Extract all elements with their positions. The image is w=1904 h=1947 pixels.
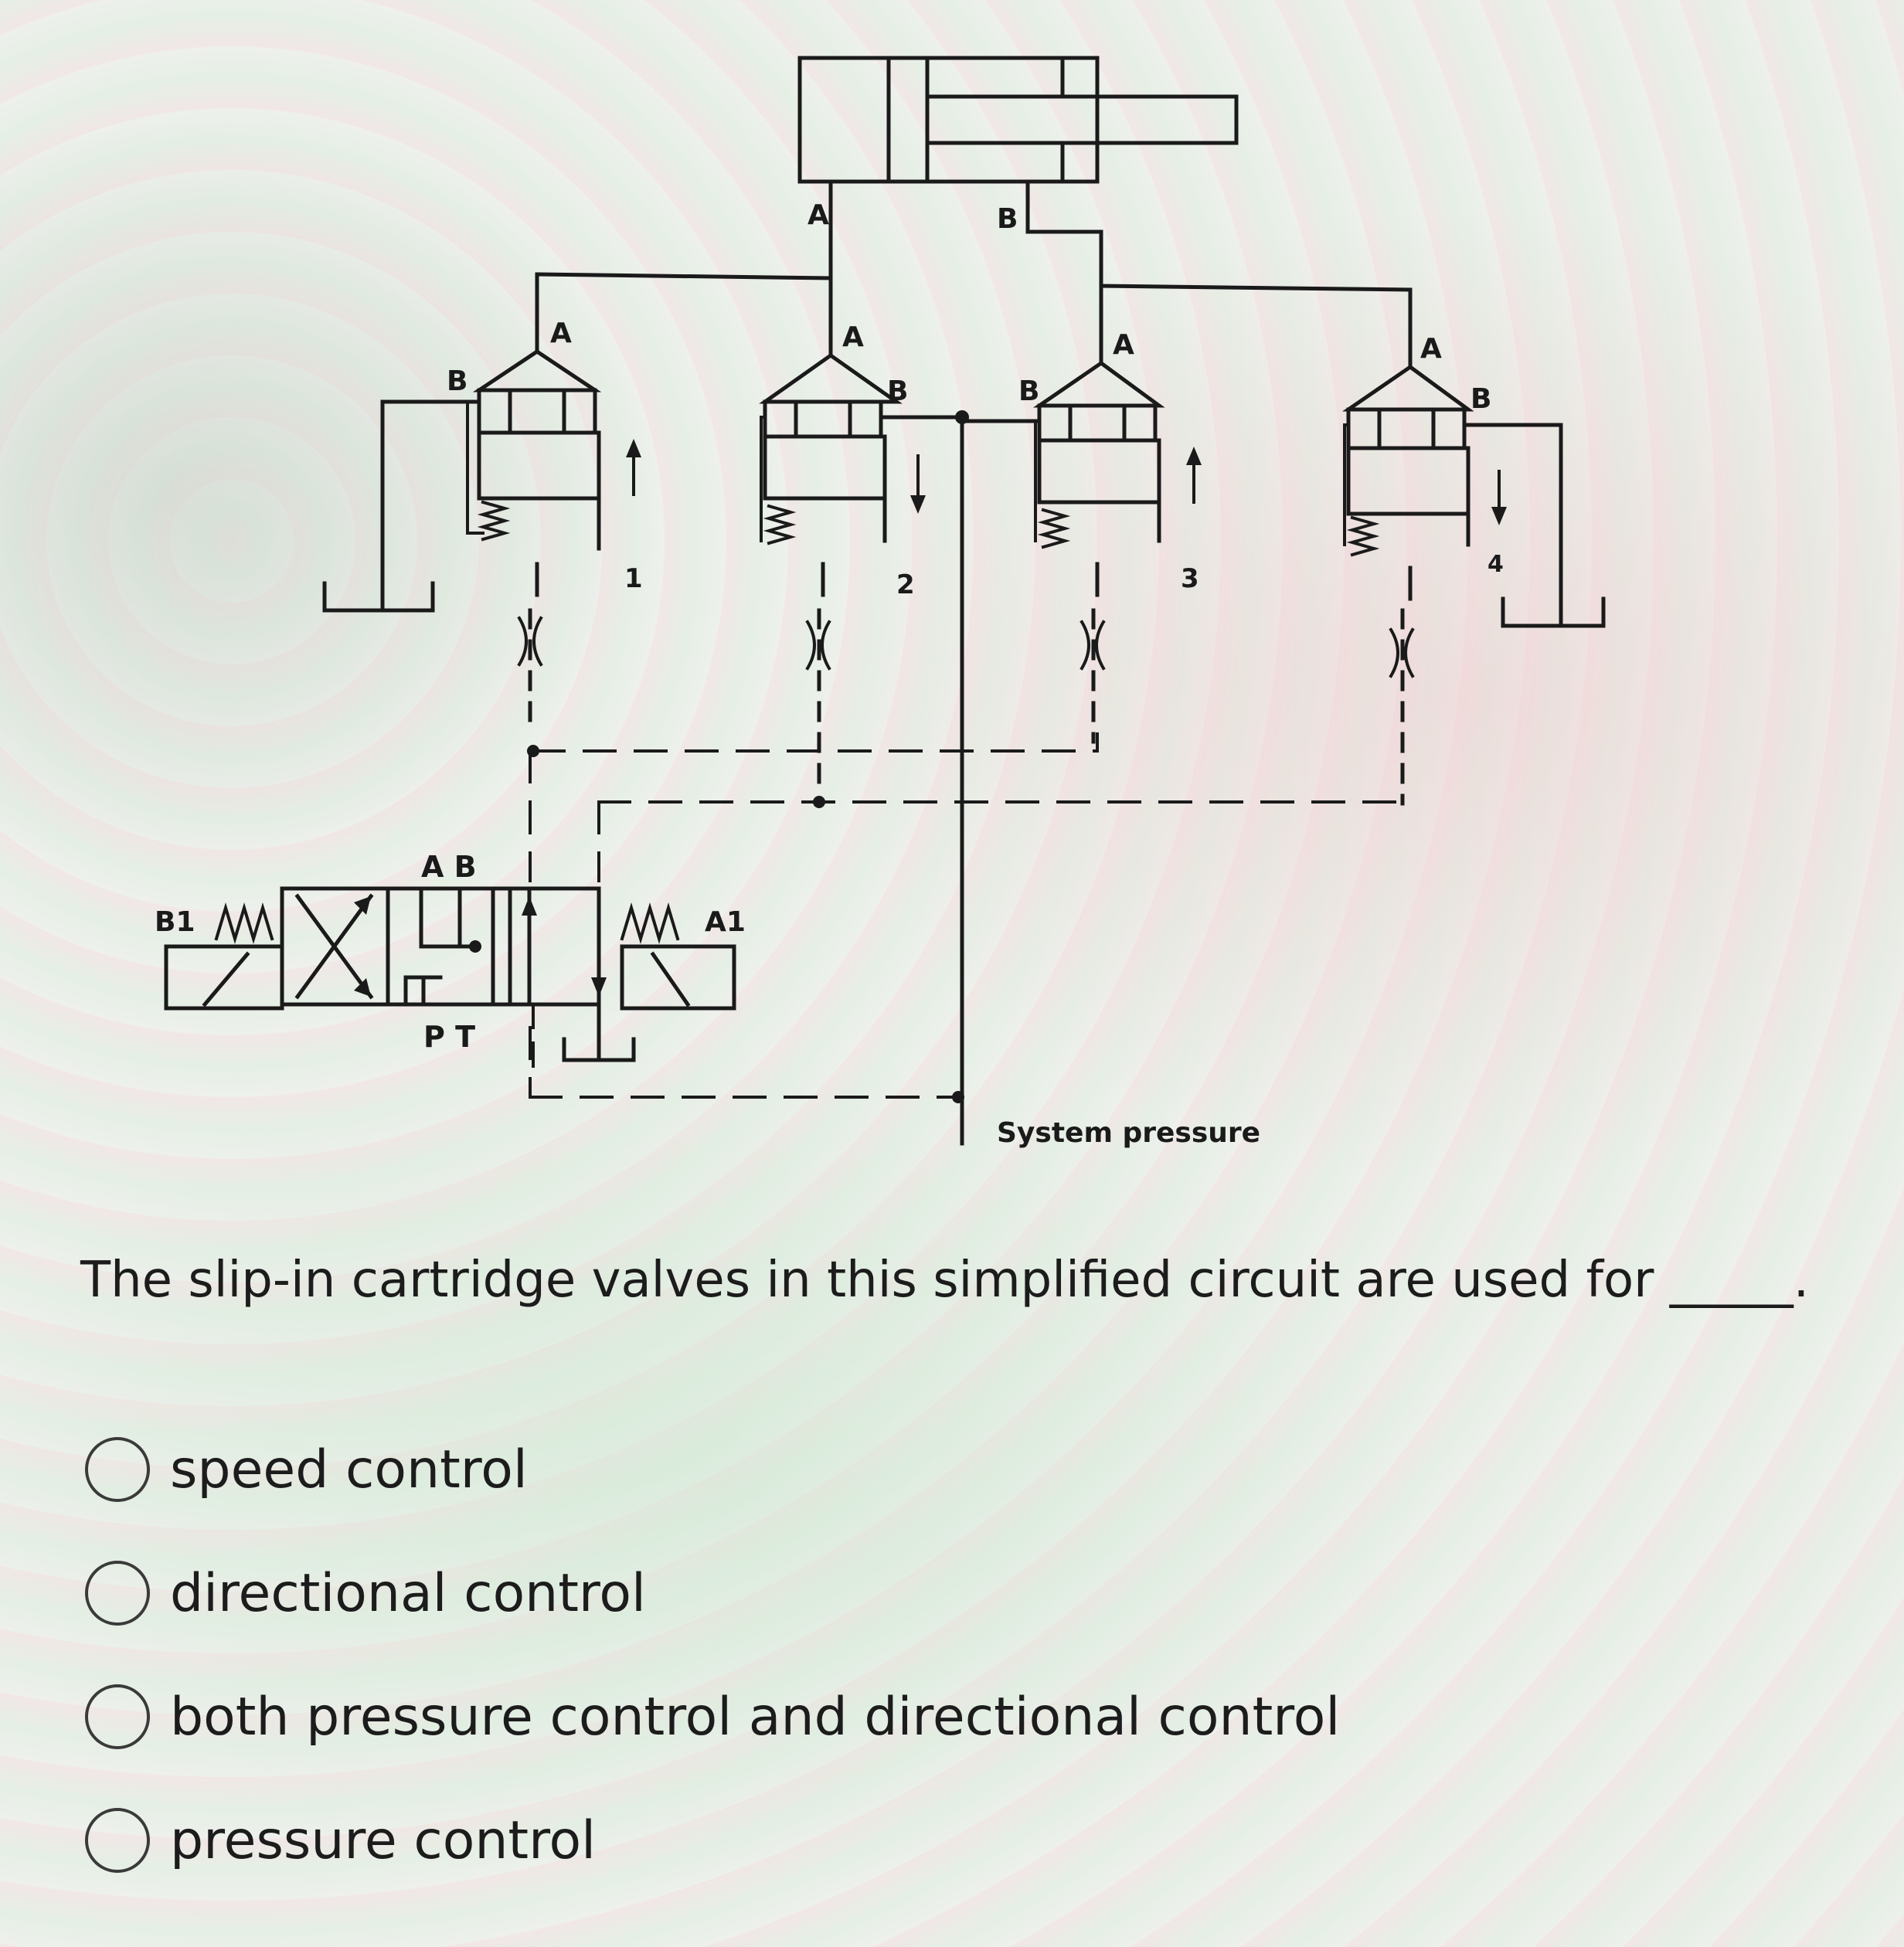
valve-1-port-a-label: A (550, 318, 572, 349)
cartridge-valve-4 (1341, 287, 1606, 806)
option-pressure-and-directional-control[interactable]: both pressure control and directional co… (85, 1655, 1630, 1779)
option-label: directional control (170, 1562, 646, 1624)
radio-button[interactable] (85, 1808, 150, 1873)
directional-valve-ab-label: A B (421, 850, 477, 884)
pilot-junction-1 (527, 745, 539, 757)
solenoid-b1-label: B1 (155, 906, 196, 938)
directional-valve-pt-label: P T (423, 1020, 475, 1054)
option-directional-control[interactable]: directional control (85, 1531, 1630, 1655)
valve-3-port-b-label: B (1018, 375, 1039, 407)
option-pressure-control[interactable]: pressure control (85, 1779, 1630, 1902)
system-pressure-label: System pressure (997, 1117, 1260, 1149)
radio-button[interactable] (85, 1437, 150, 1502)
cartridge-valve-1 (322, 272, 641, 736)
radio-button[interactable] (85, 1684, 150, 1749)
valve-3-number-label: 3 (1181, 563, 1199, 594)
option-label: both pressure control and directional co… (170, 1686, 1341, 1748)
answer-options: speed control directional control both p… (85, 1408, 1630, 1902)
pilot-lines (529, 732, 1404, 1099)
system-pressure-line (955, 410, 969, 1146)
cylinder-port-lines (535, 179, 1413, 292)
solenoid-a1-label: A1 (705, 906, 746, 938)
valve-1-number-label: 1 (624, 563, 643, 594)
valve-3-port-a-label: A (1113, 329, 1134, 361)
radio-button[interactable] (85, 1561, 150, 1626)
question-text: The slip-in cartridge valves in this sim… (80, 1252, 1810, 1309)
valve-4-number-label: 4 (1488, 551, 1504, 578)
cylinder-port-a-label: A (808, 199, 829, 231)
valve-2-port-a-label: A (842, 321, 864, 353)
valve-2-number-label: 2 (896, 569, 915, 600)
valve-4-port-b-label: B (1470, 383, 1491, 415)
option-label: pressure control (170, 1809, 597, 1871)
hydraulic-cylinder (797, 56, 1239, 184)
option-speed-control[interactable]: speed control (85, 1408, 1630, 1531)
pilot-junction-3 (952, 1091, 964, 1103)
option-label: speed control (170, 1439, 528, 1500)
cylinder-port-b-label: B (997, 203, 1018, 235)
valve-4-port-a-label: A (1420, 333, 1442, 365)
hydraulic-circuit-diagram: A B A B 1 (155, 56, 1606, 1149)
valve-2-port-b-label: B (887, 375, 908, 407)
cartridge-valve-2 (759, 276, 964, 798)
directional-control-valve (164, 886, 736, 1068)
valve-1-port-b-label: B (447, 365, 468, 397)
cartridge-valve-3 (960, 284, 1202, 744)
pilot-junction-2 (813, 796, 825, 808)
